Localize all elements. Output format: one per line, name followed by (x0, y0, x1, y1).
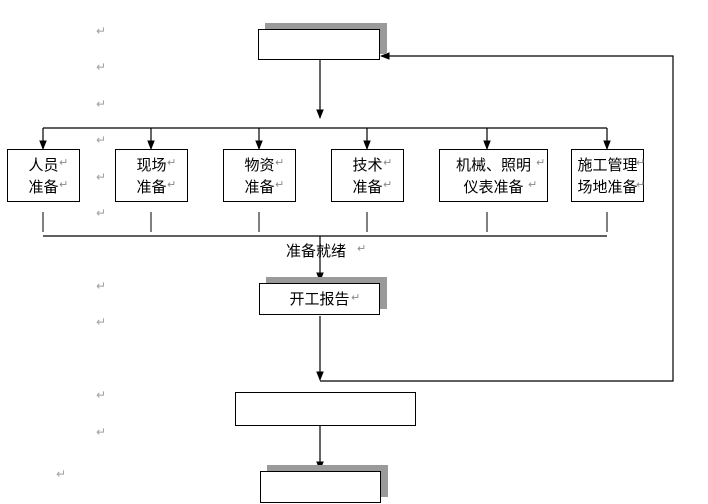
materials-line-1: 物资 (244, 155, 275, 174)
materials-line-2: 准备 (244, 177, 275, 196)
site-line-1: 现场 (136, 155, 167, 174)
return-mark: ↵ (357, 242, 367, 255)
return-mark: ↵ (96, 279, 107, 293)
return-mark: ↵ (96, 206, 107, 220)
return-mark: ↵ (56, 467, 67, 481)
return-mark: ↵ (96, 133, 107, 147)
technical-line-2: 准备 (352, 177, 383, 196)
return-mark: ↵ (536, 156, 546, 169)
return-mark: ↵ (96, 24, 107, 38)
return-mark: ↵ (383, 178, 393, 191)
construction-mgmt-line-2: 场地准备 (577, 177, 638, 196)
return-mark: ↵ (96, 170, 107, 184)
return-mark: ↵ (59, 178, 69, 191)
return-mark: ↵ (351, 291, 361, 304)
ready-label: 准备就绪 (286, 242, 347, 260)
construction-mgmt-prep-box: 施工管理 场地准备 (571, 149, 644, 202)
return-mark: ↵ (96, 388, 107, 402)
personnel-prep-box: 人员 准备 (7, 149, 80, 202)
start-report-box: 开工报告 (259, 283, 380, 315)
machinery-prep-box: 机械、照明 仪表准备 (439, 149, 548, 202)
return-mark: ↵ (96, 425, 107, 439)
feedback-loop (320, 52, 674, 382)
materials-prep-box: 物资 准备 (223, 149, 296, 202)
machinery-line-1: 机械、照明 (455, 155, 531, 174)
return-mark: ↵ (96, 315, 107, 329)
top-process-box (258, 29, 380, 60)
return-mark: ↵ (636, 178, 646, 191)
technical-prep-box: 技术 准备 (331, 149, 404, 202)
return-mark: ↵ (59, 156, 69, 169)
return-mark: ↵ (96, 60, 107, 74)
return-mark: ↵ (636, 156, 646, 169)
return-mark: ↵ (96, 97, 107, 111)
lower-process-box (235, 392, 416, 426)
site-prep-box: 现场 准备 (115, 149, 188, 202)
return-mark: ↵ (528, 178, 538, 191)
return-mark: ↵ (167, 156, 177, 169)
bottom-process-box (260, 471, 381, 503)
personnel-line-1: 人员 (28, 155, 59, 174)
return-mark: ↵ (275, 178, 285, 191)
technical-line-1: 技术 (352, 155, 383, 174)
construction-mgmt-line-1: 施工管理 (577, 155, 638, 174)
machinery-line-2: 仪表准备 (463, 177, 524, 196)
start-report-label: 开工报告 (289, 290, 350, 308)
site-line-2: 准备 (136, 177, 167, 196)
return-mark: ↵ (275, 156, 285, 169)
personnel-line-2: 准备 (28, 177, 59, 196)
return-mark: ↵ (383, 156, 393, 169)
return-mark: ↵ (167, 178, 177, 191)
